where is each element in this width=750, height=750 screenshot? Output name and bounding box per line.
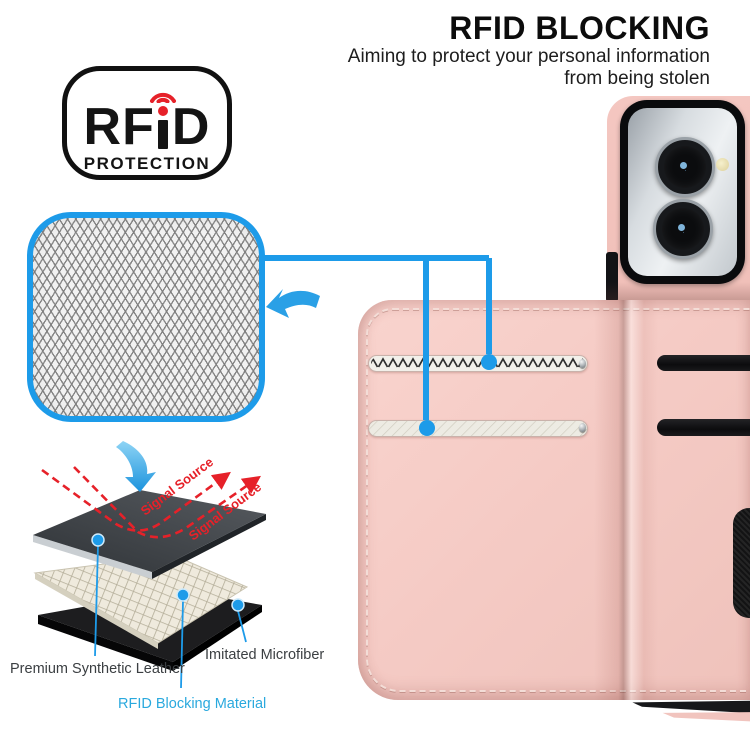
layer-dot-leather (91, 533, 105, 547)
badge-letters-rf: RF (83, 98, 155, 156)
signal-arrow-left (41, 468, 231, 532)
layer-dot-mesh (176, 588, 190, 602)
card-slot-right-lower (657, 419, 750, 436)
camera-lens-bottom (653, 199, 713, 259)
card-slot-right-upper (657, 355, 750, 371)
phone-case-shadow (606, 282, 750, 302)
wifi-signal-icon (149, 93, 176, 103)
badge-letter-i (149, 93, 176, 149)
cover-edge-pink (662, 712, 750, 722)
wallet-case-interior (358, 300, 750, 700)
ring-holder (733, 508, 750, 618)
holder-rim (606, 252, 618, 302)
rfid-mesh-swatch (27, 212, 265, 422)
label-leather: Premium Synthetic Leather (10, 661, 185, 677)
material-layers-diagram: Signal Source Signal Source Premium Synt… (10, 441, 324, 712)
label-microfiber: Imitated Microfiber (205, 647, 324, 663)
curved-arrow-down-icon (116, 441, 156, 492)
label-rfid-material: RFID Blocking Material (118, 696, 266, 712)
rivet-bottom (579, 423, 586, 432)
card-slot-lower (368, 420, 588, 437)
card-slot-upper (368, 355, 588, 372)
page-title: RFID BLOCKING (449, 10, 710, 46)
signal-arrow-right (73, 466, 261, 539)
header-block: RFID BLOCKING Aiming to protect your per… (348, 10, 710, 90)
camera-flash-icon (716, 158, 729, 171)
camera-lens-top (655, 137, 715, 197)
leader-lines (94, 545, 247, 689)
badge-subtitle: PROTECTION (83, 154, 211, 173)
camera-plate (628, 108, 737, 276)
curved-arrow-left-icon (266, 289, 320, 318)
stitching (366, 308, 750, 692)
subtitle-line-2: from being stolen (564, 68, 710, 89)
letter-i-bar (157, 120, 168, 149)
badge-wordmark: RF D (67, 93, 227, 156)
badge-letter-d: D (171, 98, 211, 156)
wifi-dot-icon (157, 106, 168, 116)
lens-glint (679, 161, 687, 169)
rfid-protection-badge: RF D PROTECTION (62, 66, 232, 180)
lens-glint (677, 223, 685, 231)
rivet-top (579, 359, 586, 368)
camera-module (620, 100, 745, 284)
layer-dot-microfiber (231, 598, 245, 612)
layer-leather (33, 490, 266, 579)
subtitle-line-1: Aiming to protect your personal informat… (347, 46, 710, 67)
case-fold-crease (594, 300, 658, 700)
